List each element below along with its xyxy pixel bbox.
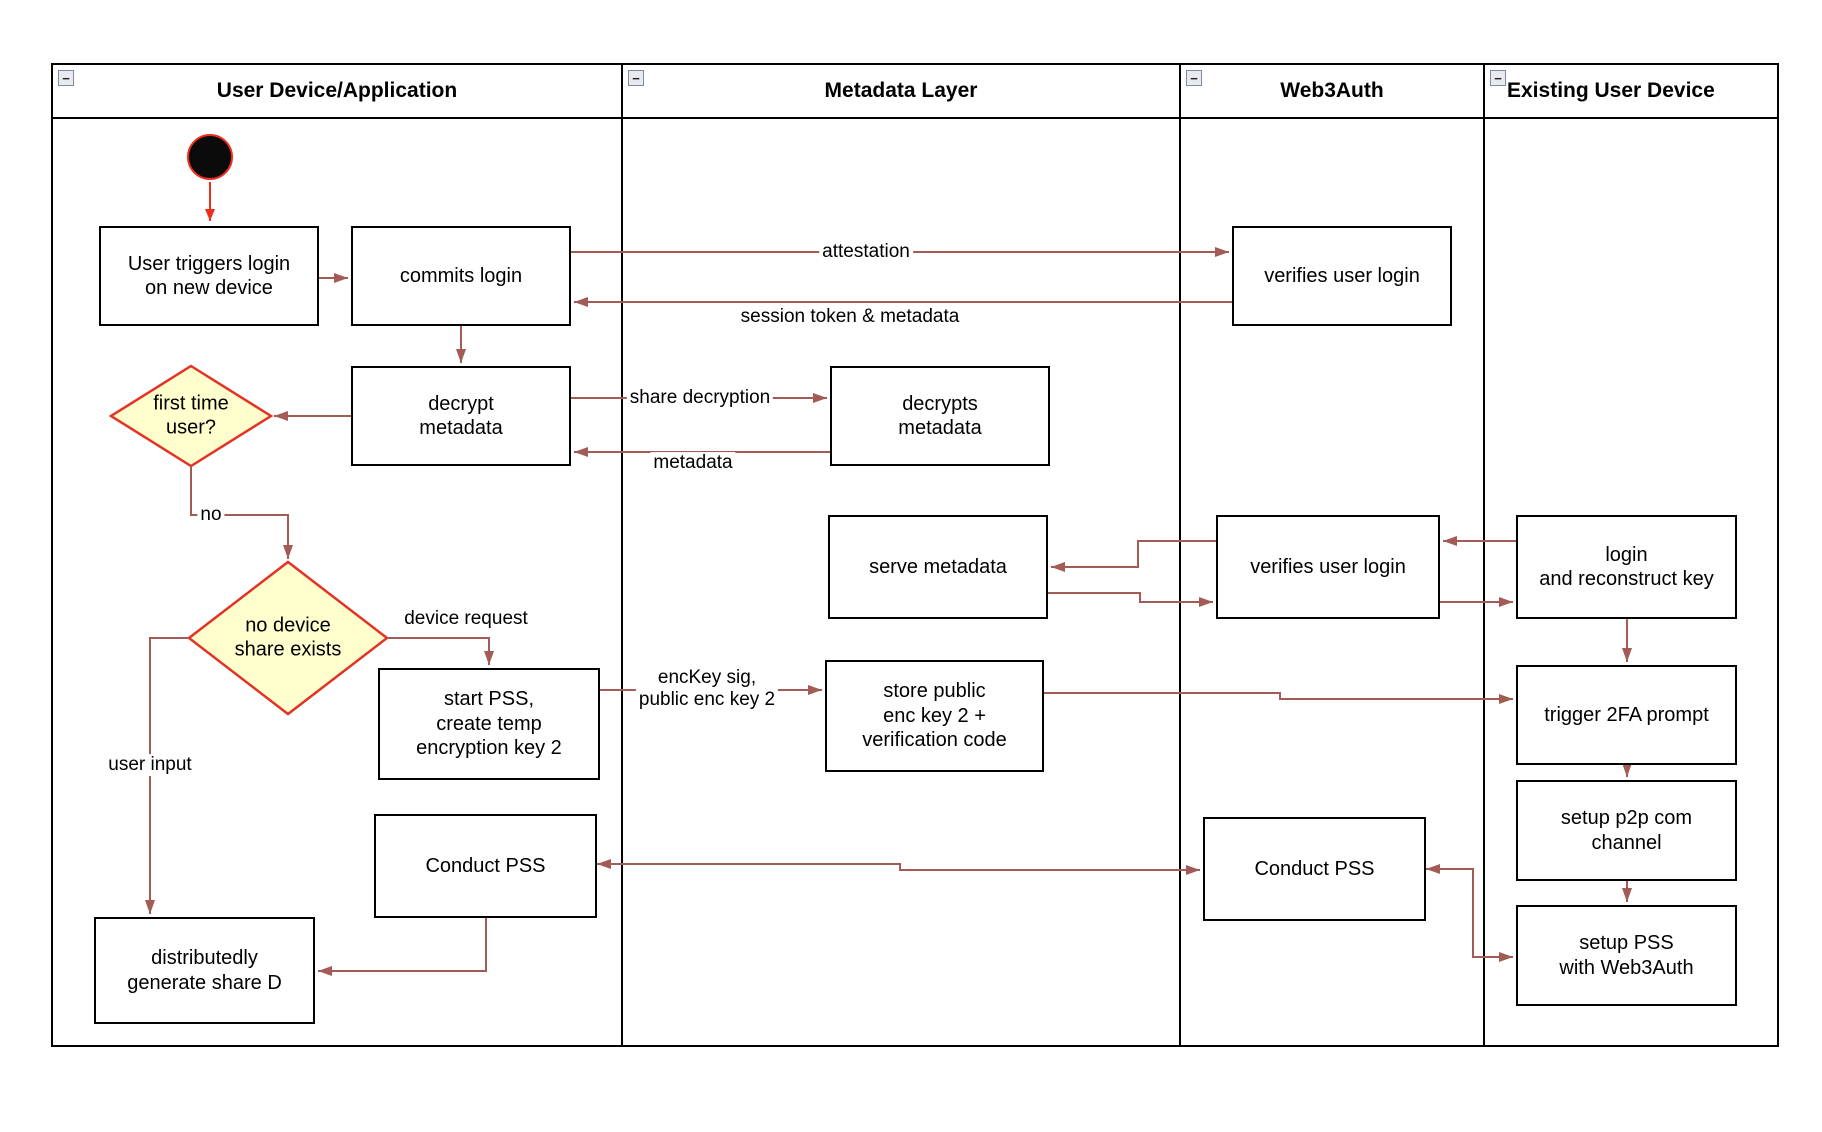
- decision-label-first-time-user: first time user?: [153, 392, 229, 439]
- node-verifies-user-login-mid[interactable]: verifies user login: [1216, 515, 1440, 619]
- lane-title: Existing User Device: [1507, 79, 1715, 102]
- node-conduct-pss-user[interactable]: Conduct PSS: [374, 814, 597, 918]
- node-login-reconstruct-key[interactable]: login and reconstruct key: [1516, 515, 1737, 619]
- collapse-lane-icon[interactable]: −: [1186, 70, 1202, 86]
- lane-title: Metadata Layer: [824, 79, 978, 102]
- edge-label-attestation: attestation: [819, 241, 913, 263]
- edge-label-enckey-sig: encKey sig, public enc key 2: [635, 667, 779, 711]
- node-commits-login[interactable]: commits login: [351, 226, 571, 326]
- collapse-lane-icon[interactable]: −: [58, 70, 74, 86]
- collapse-lane-icon[interactable]: −: [628, 70, 644, 86]
- lane-header-metadata-layer: − Metadata Layer: [623, 65, 1179, 119]
- node-trigger-2fa-prompt[interactable]: trigger 2FA prompt: [1516, 665, 1737, 765]
- edge-label-no: no: [197, 504, 225, 526]
- edge-label-user-input: user input: [105, 754, 195, 776]
- lane-web3auth: − Web3Auth: [1181, 65, 1485, 1045]
- node-user-triggers-login[interactable]: User triggers login on new device: [99, 226, 319, 326]
- node-setup-pss-web3auth[interactable]: setup PSS with Web3Auth: [1516, 905, 1737, 1006]
- lane-header-user-device-application: − User Device/Application: [53, 65, 621, 119]
- edge-label-device-request: device request: [404, 608, 528, 630]
- node-setup-p2p-channel[interactable]: setup p2p com channel: [1516, 780, 1737, 881]
- node-conduct-pss-web3auth[interactable]: Conduct PSS: [1203, 817, 1426, 921]
- node-decrypt-metadata[interactable]: decrypt metadata: [351, 366, 571, 466]
- edge-label-metadata: metadata: [650, 452, 736, 474]
- lane-title: User Device/Application: [216, 79, 458, 102]
- node-store-public-key[interactable]: store public enc key 2 + verification co…: [825, 660, 1044, 772]
- lane-user-device-application: − User Device/Application: [53, 65, 623, 1045]
- edge-label-share-decryption: share decryption: [626, 387, 774, 409]
- node-decrypts-metadata[interactable]: decrypts metadata: [830, 366, 1050, 466]
- collapse-lane-icon[interactable]: −: [1490, 70, 1506, 86]
- lane-title: Web3Auth: [1280, 79, 1384, 102]
- lane-existing-user-device: − Existing User Device: [1485, 65, 1779, 1045]
- node-serve-metadata[interactable]: serve metadata: [828, 515, 1048, 619]
- node-generate-share-d[interactable]: distributedly generate share D: [94, 917, 315, 1024]
- node-start-pss[interactable]: start PSS, create temp encryption key 2: [378, 668, 600, 780]
- edge-label-session-token: session token & metadata: [740, 306, 960, 328]
- node-verifies-user-login-top[interactable]: verifies user login: [1232, 226, 1452, 326]
- lane-header-existing-user-device: − Existing User Device: [1485, 65, 1779, 119]
- lane-header-web3auth: − Web3Auth: [1181, 65, 1483, 119]
- decision-label-no-device-share: no device share exists: [234, 614, 342, 661]
